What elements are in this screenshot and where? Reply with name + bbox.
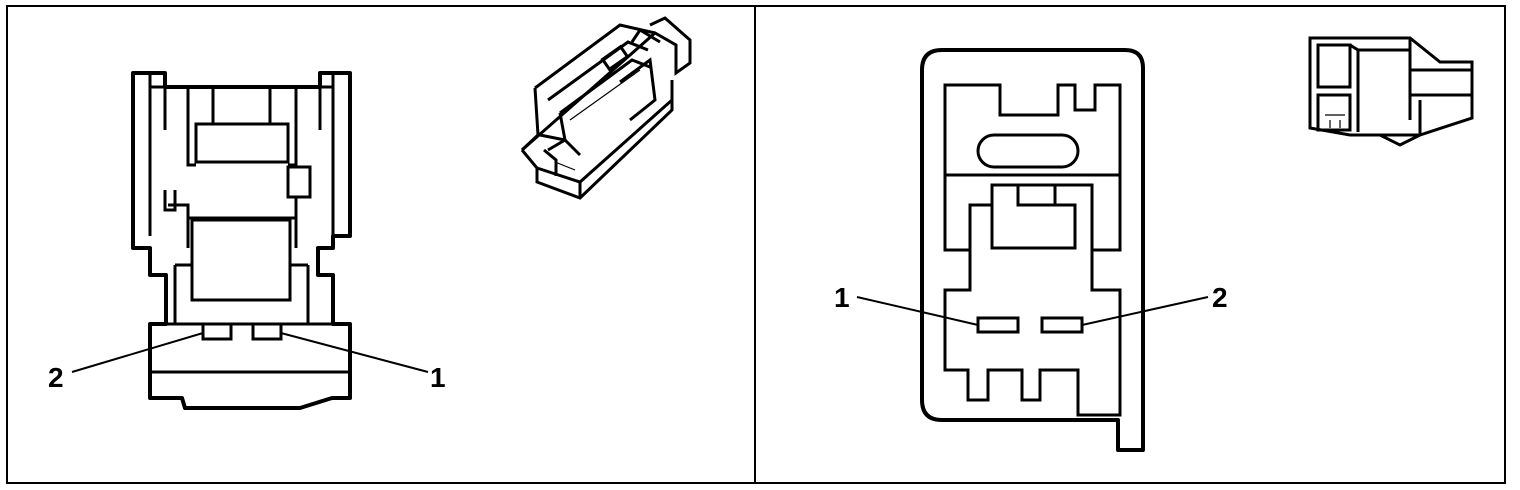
right-connector-isometric	[1308, 36, 1474, 147]
right-pin-2-label: 2	[1212, 282, 1228, 313]
right-pin-2-leader	[1081, 296, 1209, 326]
left-pin-1-label: 1	[430, 362, 446, 393]
left-connector-face	[131, 71, 352, 410]
left-pin-2-label: 2	[48, 362, 64, 393]
right-pin-1-label: 1	[834, 282, 850, 313]
right-pin-1-leader	[856, 296, 979, 326]
left-connector-isometric	[520, 16, 692, 200]
left-pin-2-leader	[71, 332, 204, 373]
left-pin-1-leader	[280, 332, 429, 373]
right-connector-face	[920, 48, 1145, 452]
